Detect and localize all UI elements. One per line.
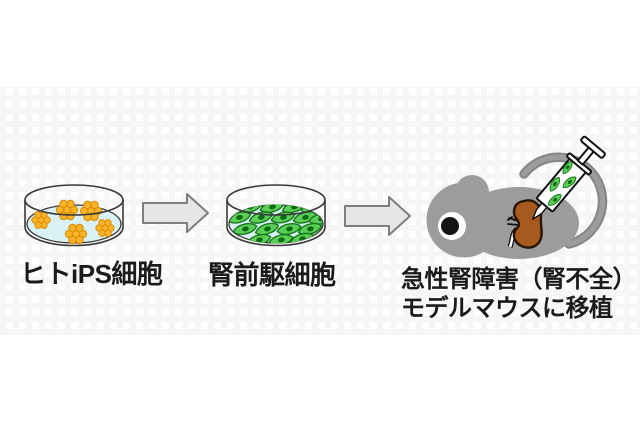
kidney-icon <box>507 199 543 249</box>
dish-wall <box>24 200 124 247</box>
flow-arrow-icon <box>344 196 411 236</box>
label-human-ips-cells: ヒトiPS細胞 <box>20 259 163 289</box>
dish-rim <box>24 184 124 216</box>
syringe-plunger-handle <box>580 135 606 159</box>
flow-arrow-icon <box>142 193 209 233</box>
petri-dish-ips <box>24 184 124 247</box>
dish-wall <box>226 200 326 247</box>
dish-rim <box>226 184 326 216</box>
label-transplant-line1: 急性腎障害（腎不全） <box>401 266 637 293</box>
syringe-icon <box>531 135 606 220</box>
mouse-icon <box>426 135 608 259</box>
label-transplant-line2: モデルマウスに移植 <box>401 295 613 322</box>
label-transplant-mouse: 急性腎障害（腎不全） モデルマウスに移植 <box>401 265 637 323</box>
label-kidney-progenitor-cells: 腎前駆細胞 <box>208 260 336 290</box>
petri-dish-progenitor <box>226 184 326 247</box>
